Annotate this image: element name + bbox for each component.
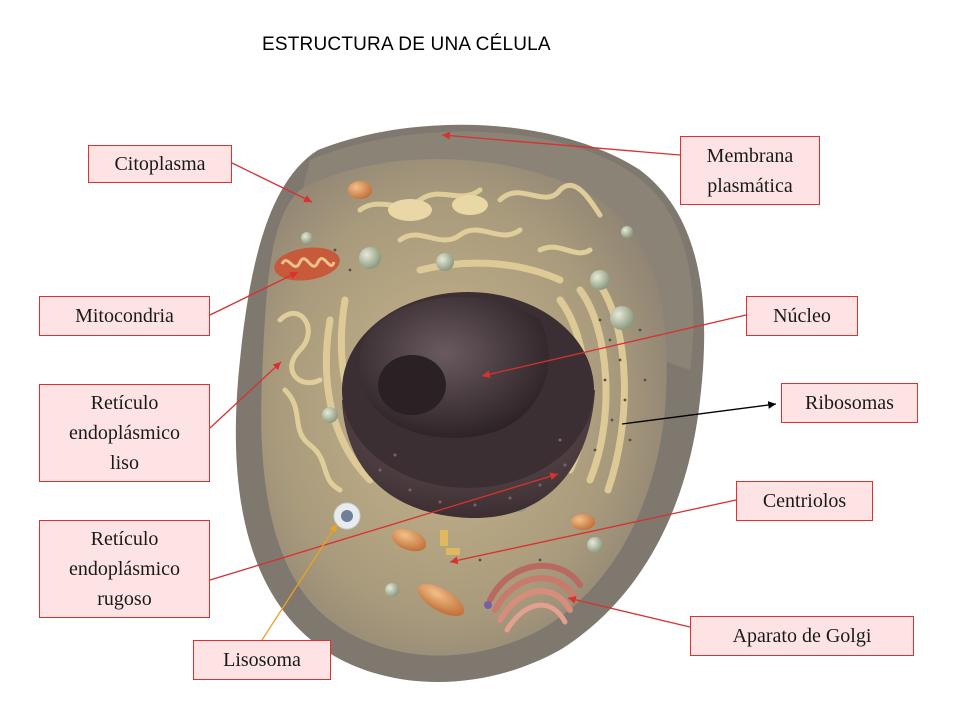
label-ribosomas: Ribosomas (781, 383, 918, 423)
diagram-title: ESTRUCTURA DE UNA CÉLULA (262, 34, 551, 55)
pointer-golgi (567, 596, 691, 628)
label-reticulo-rugoso: Retículo endoplásmico rugoso (39, 520, 210, 618)
pointer-nucleo (481, 314, 747, 379)
label-reticulo-liso: Retículo endoplásmico liso (39, 384, 210, 482)
pointer-reticulo-rugoso (209, 472, 559, 581)
label-lisosoma: Lisosoma (193, 640, 331, 680)
golgi-apparatus (484, 562, 583, 633)
pointer-lisosoma (261, 523, 338, 641)
pointer-mitocondria (209, 271, 299, 316)
pointer-reticulo-liso (209, 361, 282, 429)
label-membrana-plasmatica: Membrana plasmática (680, 136, 820, 205)
label-citoplasma: Citoplasma (88, 145, 232, 183)
pointer-ribosomas (621, 401, 777, 425)
label-aparato-golgi: Aparato de Golgi (690, 616, 914, 656)
label-mitocondria: Mitocondria (39, 296, 210, 336)
pointer-membrana (441, 131, 681, 156)
vesicles (301, 226, 634, 597)
orange-organelles (348, 181, 595, 617)
centrioles (440, 530, 460, 555)
smooth-er-network (277, 182, 603, 493)
label-nucleo: Núcleo (746, 296, 858, 336)
lysosome (333, 502, 361, 530)
pointer-citoplasma (231, 162, 313, 203)
membrane-surface (300, 131, 694, 370)
nucleus (342, 292, 595, 519)
pointer-centriolos (449, 499, 737, 565)
label-centriolos: Centriolos (736, 481, 873, 521)
